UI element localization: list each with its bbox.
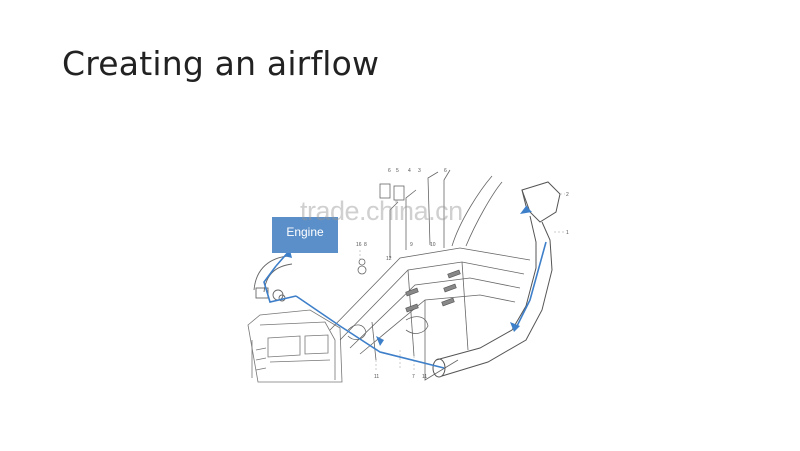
part-label: 2 [566,192,569,198]
car-body [247,309,343,383]
arrow-icon [376,336,384,346]
part-label: 6 [444,168,447,174]
part-label: 7 [412,374,415,380]
part-label: 9 [410,242,413,248]
airflow-path [263,205,547,369]
part-label: 3 [418,168,421,174]
engine-intake-pipe [253,255,293,302]
leader-lines [359,193,565,372]
clamps [405,269,461,313]
arrow-icon [520,206,532,214]
part-label: 6 [388,168,391,174]
fasteners [347,183,429,340]
part-label: 11 [422,374,427,380]
part-label: 11 [374,374,379,380]
watermark: trade.china.cn [300,196,463,226]
slide-title: Creating an airflow [62,44,380,83]
part-label: 16 [356,242,362,248]
arrow-icon [510,322,520,332]
part-number-labels: 6 5 4 3 6 2 1 16 8 9 10 12 11 7 11 [356,168,569,380]
part-label: 12 [386,256,392,262]
part-label: 8 [364,242,367,248]
engine-label: Engine [272,217,338,253]
part-label: 10 [430,242,436,248]
part-label: 5 [396,168,399,174]
snorkel-diagram: 6 5 4 3 6 2 1 16 8 9 10 12 11 7 11 [247,168,569,383]
air-duct [329,169,531,381]
part-label: 4 [408,168,411,174]
part-label: 1 [566,230,569,236]
